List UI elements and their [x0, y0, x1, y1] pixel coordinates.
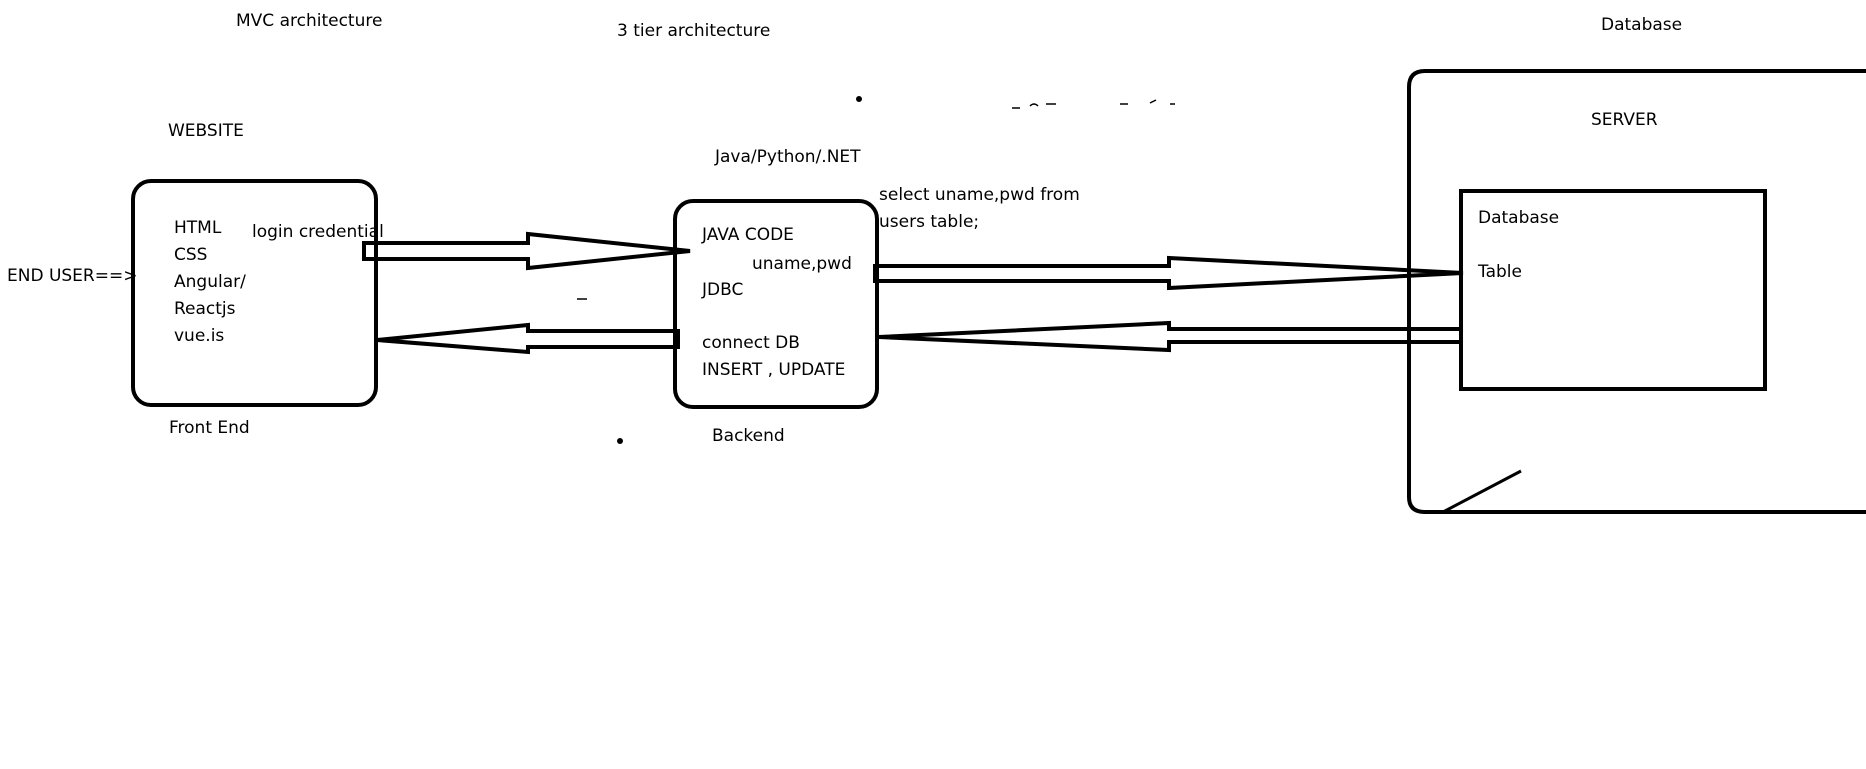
title-3-tier-architecture: 3 tier architecture [617, 21, 771, 41]
website-heading: WEBSITE [168, 121, 244, 141]
stray-scribble [1012, 99, 1175, 109]
title-mvc-architecture: MVC architecture [236, 11, 383, 31]
uname-pwd-label: uname,pwd [752, 254, 852, 274]
database-box-label: Database [1478, 208, 1560, 228]
backend-heading: Java/Python/.NET [715, 147, 861, 167]
login-credential-label: login credential [252, 222, 384, 242]
stray-dot [617, 438, 623, 444]
backend-item-insert-update: INSERT , UPDATE [702, 360, 846, 380]
query-line-2: users table; [879, 212, 980, 232]
backend-item-java-code: JAVA CODE [702, 225, 794, 245]
frontend-caption: Front End [169, 418, 250, 438]
database-box [1459, 189, 1767, 391]
arrow-backend-to-database [873, 255, 1464, 291]
arrow-database-to-backend [878, 320, 1463, 353]
backend-item-connect-db: connect DB [702, 333, 800, 353]
table-label: Table [1478, 262, 1522, 282]
server-box [1407, 69, 1866, 514]
server-heading: SERVER [1591, 110, 1658, 130]
frontend-item-html: HTML [174, 218, 222, 238]
server-scribble-line [1442, 469, 1522, 514]
frontend-box [131, 179, 378, 407]
frontend-item-css: CSS [174, 245, 208, 265]
query-line-1: select uname,pwd from [879, 185, 1080, 205]
title-database: Database [1601, 15, 1683, 35]
end-user-label: END USER==> [7, 266, 138, 286]
arrow-frontend-to-backend [362, 231, 691, 271]
frontend-item-angular: Angular/ [174, 272, 246, 292]
backend-box [673, 199, 879, 409]
frontend-item-vue: vue.is [174, 326, 225, 346]
backend-caption: Backend [712, 426, 785, 446]
frontend-item-reactjs: Reactjs [174, 299, 236, 319]
backend-item-jdbc: JDBC [702, 280, 744, 300]
arrow-backend-to-frontend [376, 322, 680, 355]
stray-dot [856, 96, 862, 102]
